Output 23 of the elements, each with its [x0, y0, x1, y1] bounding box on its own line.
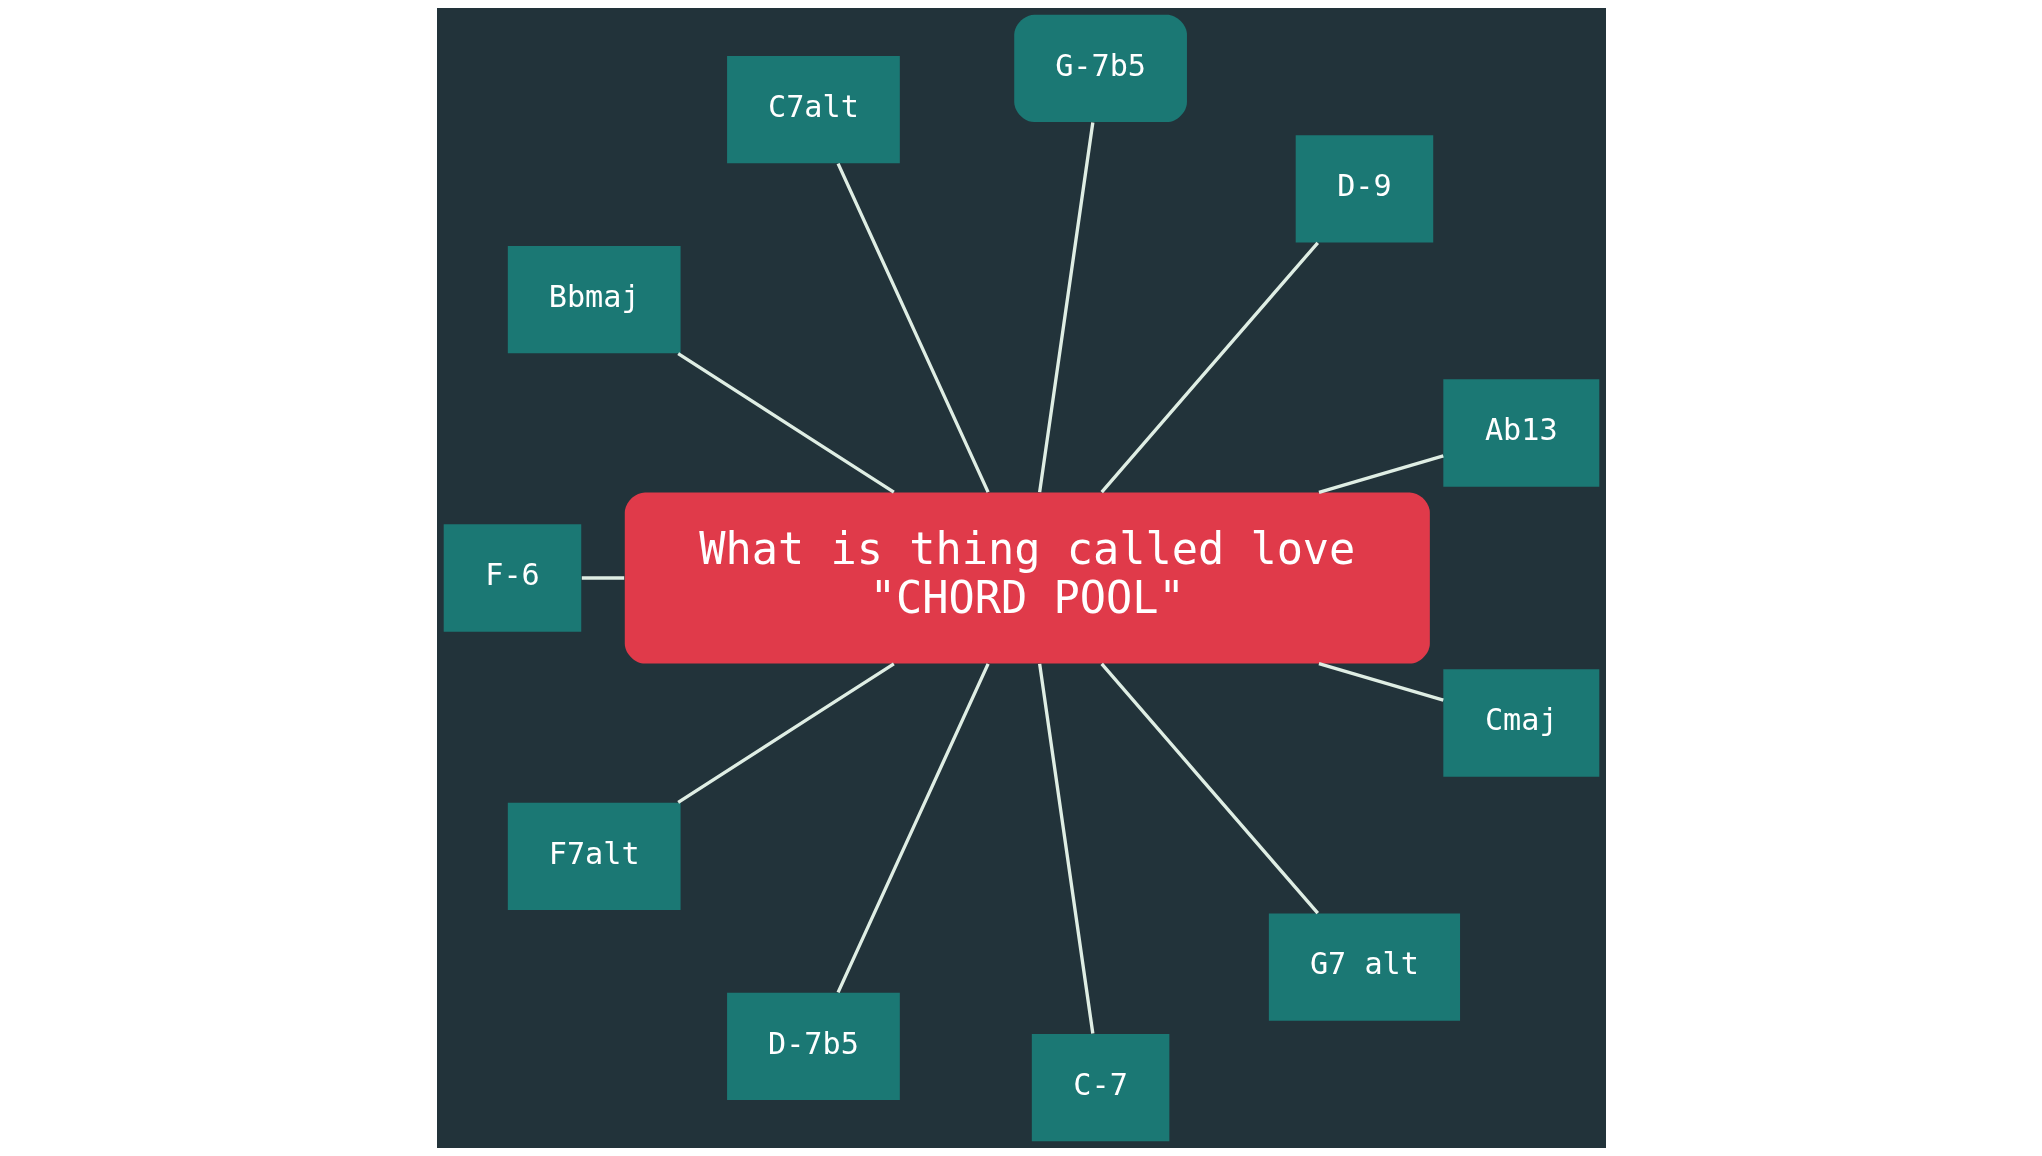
connector: [836, 663, 990, 994]
connector: [676, 662, 895, 804]
connector: [1037, 663, 1094, 1034]
connector: [581, 576, 624, 580]
node-box: G-7b5: [1013, 14, 1187, 123]
node-box: What is thing called love "CHORD POOL": [624, 492, 1430, 664]
node-box: F-6: [443, 524, 581, 632]
connector: [1318, 662, 1444, 702]
node-box: C-7: [1031, 1033, 1169, 1142]
node-box: C7alt: [726, 56, 900, 164]
node-box: D-9: [1295, 135, 1433, 243]
node-box: Ab13: [1442, 379, 1599, 487]
connector: [836, 162, 990, 493]
connector: [1099, 241, 1319, 494]
node-box: D-7b5: [726, 992, 900, 1100]
node-box: F7alt: [507, 802, 681, 910]
connector: [1318, 454, 1444, 494]
node-box: Cmaj: [1442, 669, 1599, 777]
connector: [676, 352, 895, 494]
node-box: G7 alt: [1268, 913, 1460, 1021]
connector: [1037, 122, 1094, 493]
node-box: Bbmaj: [507, 246, 681, 354]
connector: [1099, 662, 1319, 915]
